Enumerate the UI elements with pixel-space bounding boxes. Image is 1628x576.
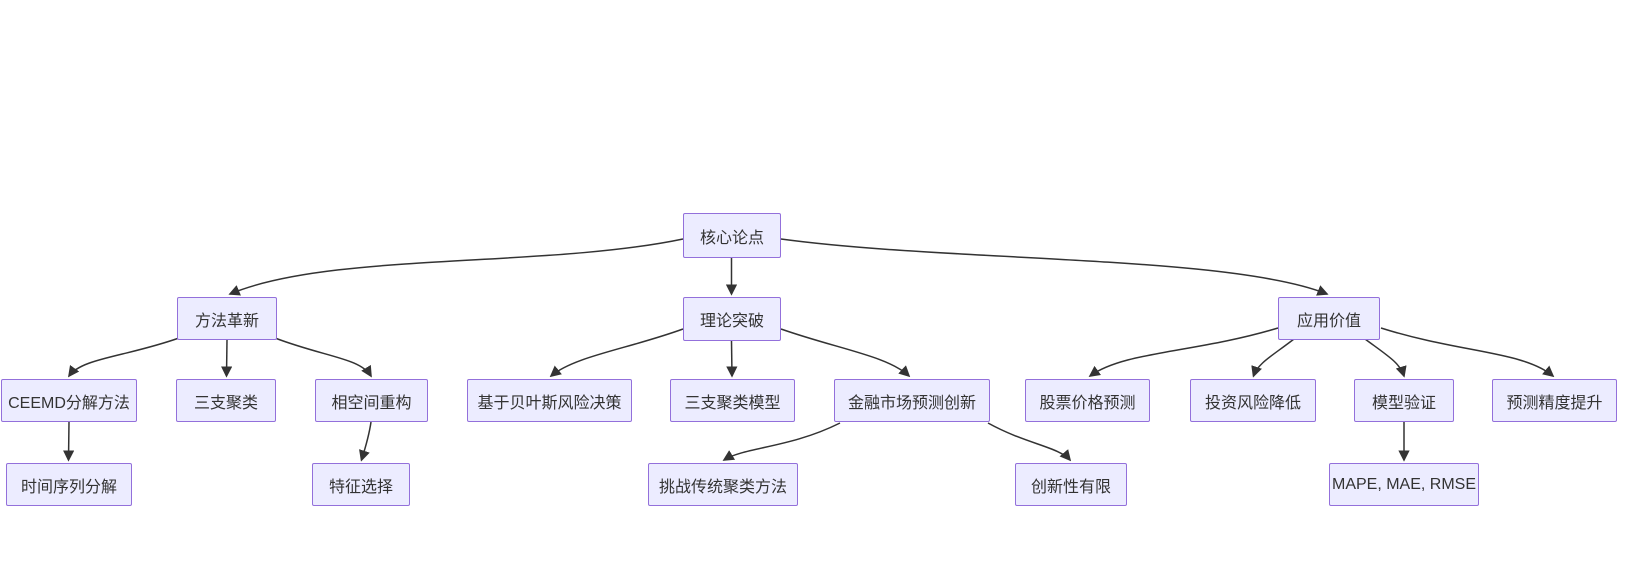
node-theory-breakthrough: 理论突破 (683, 297, 781, 341)
edge-core-argument-to-application-value (780, 238, 1329, 296)
edge-method-innovation-to-ceemd-decomposition (68, 337, 180, 378)
node-model-validation: 模型验证 (1354, 379, 1454, 422)
edge-financial-market-prediction-innovation-to-challenge-traditional-clustering (722, 422, 841, 461)
edge-ceemd-decomposition-to-time-series-decomposition (63, 421, 75, 462)
node-phase-space-reconstruction: 相空间重构 (315, 379, 428, 422)
node-limited-novelty: 创新性有限 (1015, 463, 1127, 506)
node-investment-risk-reduction: 投资风险降低 (1190, 379, 1316, 422)
node-three-way-clustering: 三支聚类 (176, 379, 276, 422)
node-ceemd-decomposition: CEEMD分解方法 (1, 379, 137, 422)
node-core-argument: 核心论点 (683, 213, 781, 258)
edge-financial-market-prediction-innovation-to-limited-novelty (987, 422, 1072, 462)
edge-method-innovation-to-three-way-clustering (221, 339, 233, 378)
edge-phase-space-reconstruction-to-feature-selection (359, 421, 372, 462)
node-financial-market-prediction-innovation: 金融市场预测创新 (834, 379, 990, 422)
node-stock-price-prediction: 股票价格预测 (1025, 379, 1150, 422)
edge-application-value-to-prediction-accuracy-improvement (1380, 327, 1555, 378)
node-bayesian-risk-decision: 基于贝叶斯风险决策 (467, 379, 632, 422)
edge-core-argument-to-method-innovation (228, 238, 684, 296)
node-feature-selection: 特征选择 (312, 463, 410, 506)
node-time-series-decomposition: 时间序列分解 (6, 463, 132, 506)
node-three-way-clustering-model: 三支聚类模型 (670, 379, 795, 422)
node-prediction-accuracy-improvement: 预测精度提升 (1492, 379, 1617, 422)
edge-application-value-to-stock-price-prediction (1088, 327, 1279, 377)
edge-application-value-to-investment-risk-reduction (1251, 338, 1295, 378)
node-evaluation-metrics: MAPE, MAE, RMSE (1329, 463, 1479, 506)
edge-theory-breakthrough-to-three-way-clustering-model (726, 340, 738, 378)
edge-application-value-to-model-validation (1364, 338, 1407, 378)
node-challenge-traditional-clustering: 挑战传统聚类方法 (648, 463, 798, 506)
node-method-innovation: 方法革新 (177, 297, 277, 340)
node-application-value: 应用价值 (1278, 297, 1380, 340)
edge-theory-breakthrough-to-financial-market-prediction-innovation (780, 328, 911, 378)
edge-method-innovation-to-phase-space-reconstruction (274, 337, 372, 378)
edge-theory-breakthrough-to-bayesian-risk-decision (549, 328, 684, 378)
